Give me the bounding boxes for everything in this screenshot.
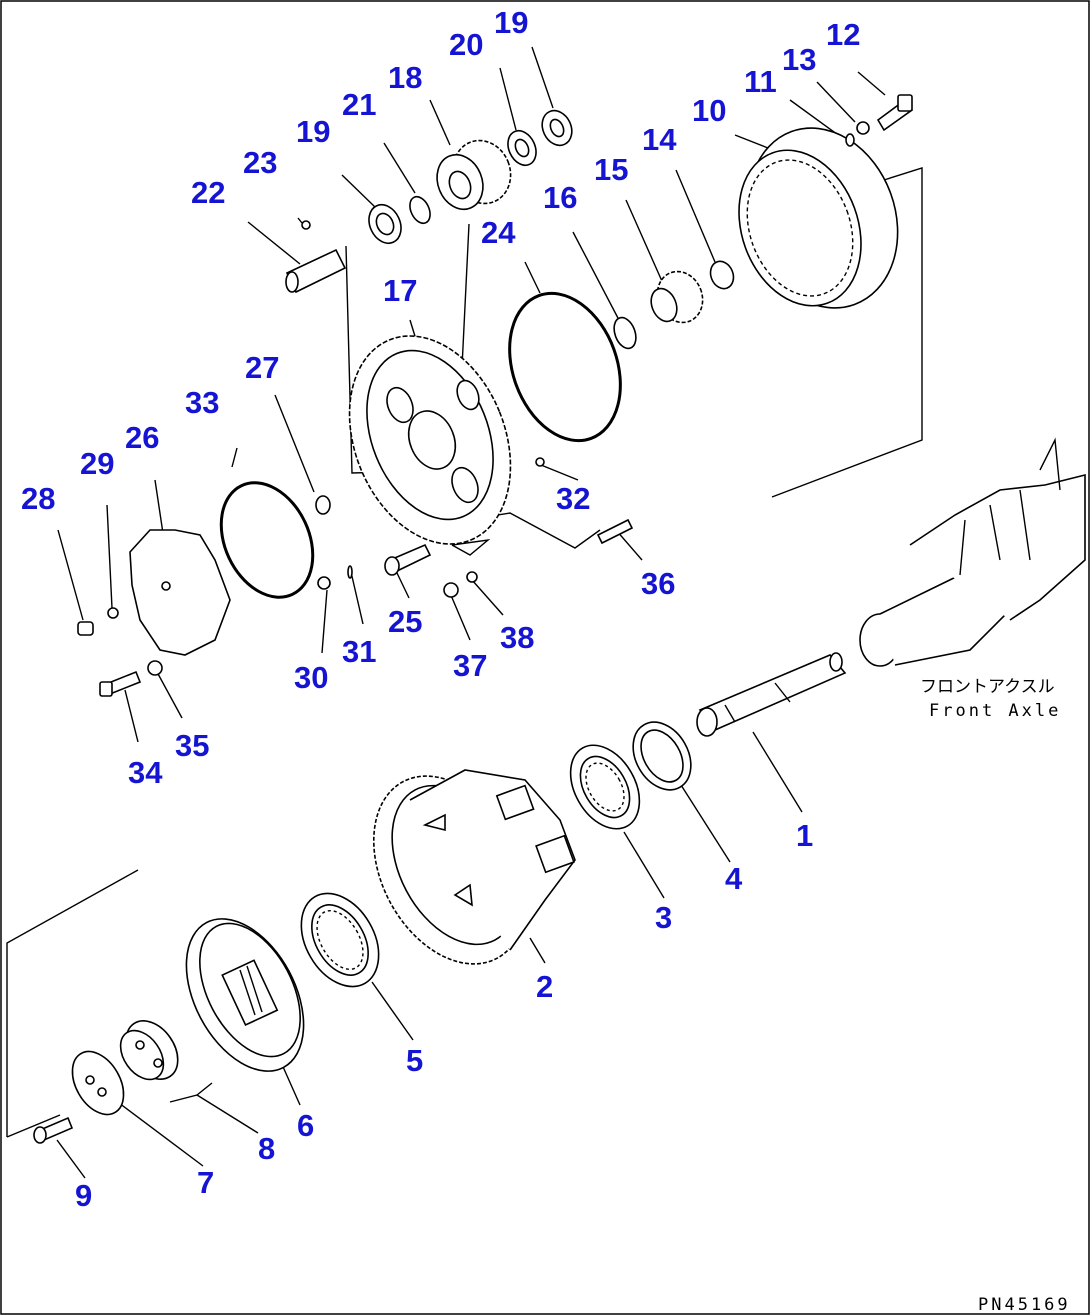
callout-18: 18 [388,60,422,95]
callout-37: 37 [453,648,487,683]
leader-lines [6,46,923,1179]
gear-18 [436,139,512,211]
snap-ring-16 [613,316,637,350]
callout-9: 9 [75,1178,92,1213]
callout-29: 29 [80,446,114,481]
planetary-housing [372,769,576,965]
callout-12: 12 [826,17,860,52]
callout-33: 33 [185,385,219,420]
ring-gear-10 [738,127,899,309]
callout-27: 27 [245,350,279,385]
callout-26: 26 [125,420,159,455]
callout-10: 10 [692,93,726,128]
plug-27 [315,495,331,515]
o-ring-33 [219,481,315,599]
nut-37 [443,582,459,598]
seal-ring [632,721,692,791]
callout-30: 30 [294,660,328,695]
callout-35: 35 [175,728,209,763]
bolt-25 [384,543,432,576]
callout-20: 20 [449,27,483,62]
bearing-3 [569,744,641,830]
callout-labels: 1 2 3 4 5 6 7 8 9 10 11 12 13 14 15 16 1… [21,5,860,1213]
nut-30 [317,576,331,590]
pin-22 [285,248,347,294]
callout-15: 15 [594,152,628,187]
callout-19: 19 [296,114,330,149]
callout-1: 1 [796,818,813,853]
ball-32 [535,457,545,467]
callout-38: 38 [500,620,534,655]
bolt-34 [99,670,142,697]
callout-22: 22 [191,175,225,210]
bolt-12 [876,94,914,132]
callout-16: 16 [543,180,577,215]
carrier-plate [185,918,305,1072]
o-ring-24 [508,291,622,443]
callout-4: 4 [725,861,743,896]
front-axle-housing [859,437,1086,667]
figure-code: PN45169 [978,1295,1071,1315]
screw-28 [77,621,94,636]
callout-24: 24 [481,215,516,250]
end-cover [71,1050,125,1116]
callout-32: 32 [556,481,590,516]
callout-8: 8 [258,1131,275,1166]
pin-31 [347,565,353,579]
callout-19-upper: 19 [494,5,528,40]
ring-29 [107,607,119,619]
bearing-5 [300,892,380,988]
snap-ring-21 [409,195,431,225]
axle-label-en: Front Axle [929,701,1061,721]
planet-gear-19b [541,109,573,147]
spacer-block [119,1020,179,1081]
callout-21: 21 [342,87,376,122]
washer-13 [856,121,870,135]
axle-shaft [696,652,847,737]
ball-23 [301,220,311,230]
callout-23: 23 [243,145,277,180]
callout-14: 14 [642,122,677,157]
bushing-11 [845,133,855,147]
callout-7: 7 [197,1165,214,1200]
callout-34: 34 [128,755,163,790]
washer-38 [466,571,478,583]
callout-31: 31 [342,634,376,669]
callout-3: 3 [655,900,672,935]
callout-2: 2 [536,969,553,1004]
washer-35 [147,660,163,676]
axle-label-jp: フロントアクスル [920,677,1055,697]
planet-carrier [348,335,512,545]
sun-gear-15 [650,270,704,324]
callout-6: 6 [297,1108,314,1143]
callout-28: 28 [21,481,55,516]
callout-11: 11 [744,64,777,99]
bolt-9 [33,1116,74,1144]
callout-13: 13 [782,42,816,77]
thrust-plate [129,529,231,656]
callout-17: 17 [383,273,417,308]
callout-36: 36 [641,566,675,601]
stud-36 [596,518,634,545]
washer-20 [507,129,537,167]
callout-25: 25 [388,604,422,639]
callout-5: 5 [406,1043,423,1078]
washer-14 [709,260,735,290]
planet-gear-19 [368,203,402,245]
